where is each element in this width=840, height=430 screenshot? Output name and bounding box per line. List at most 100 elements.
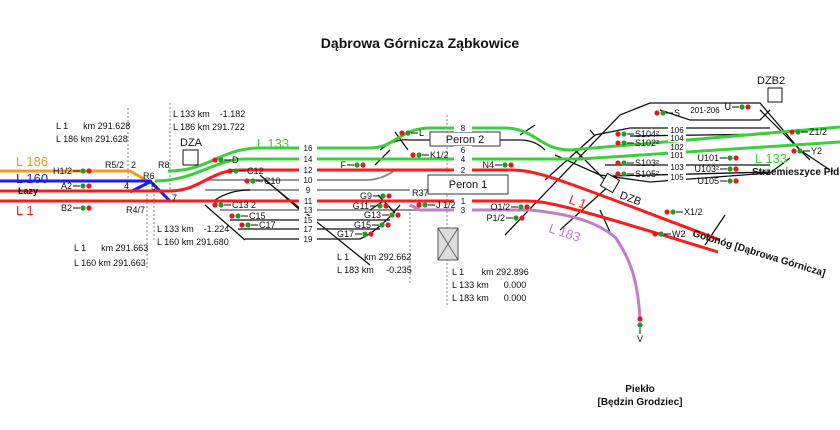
- signal-lamp-icon: [733, 166, 739, 172]
- signal[interactable]: C13 2: [212, 200, 256, 210]
- signal-label: A2: [61, 181, 72, 191]
- signal-label: C15: [249, 211, 266, 221]
- track-number: 103: [670, 163, 684, 172]
- track-number: 4: [461, 155, 466, 164]
- signal[interactable]: G13: [364, 210, 401, 220]
- signal[interactable]: K1/2: [410, 150, 449, 160]
- signal-lamp-icon: [405, 130, 411, 136]
- signal-lamp-icon: [380, 193, 386, 199]
- signal-label: S104²: [635, 129, 659, 139]
- track-number: 12: [304, 166, 313, 175]
- dzb-box: [599, 172, 621, 194]
- signal-lamp-icon: [615, 171, 621, 177]
- signal-lamp-icon: [733, 155, 739, 161]
- signal[interactable]: O1/2: [490, 202, 530, 212]
- signal-label: O1/2: [490, 202, 510, 212]
- switch-label: R8: [158, 160, 170, 170]
- signal-lamp-icon: [86, 183, 92, 189]
- signal[interactable]: S: [654, 108, 680, 118]
- line-183-track: [409, 203, 642, 321]
- switch-label: R4/7: [126, 205, 145, 215]
- signal-label: J 1/2: [436, 200, 456, 210]
- signal[interactable]: Y2: [791, 146, 822, 156]
- signal[interactable]: C17: [239, 220, 276, 230]
- signal[interactable]: B2: [61, 203, 92, 213]
- signal[interactable]: X1/2: [664, 207, 703, 217]
- signal[interactable]: U101: [697, 153, 739, 163]
- signal-lamp-icon: [615, 140, 621, 146]
- signal-label: U105: [697, 176, 719, 186]
- signal-lamp-icon: [229, 213, 235, 219]
- signal[interactable]: S102²: [615, 138, 659, 148]
- signal[interactable]: D: [212, 155, 239, 165]
- signal[interactable]: U105: [697, 176, 739, 186]
- signal[interactable]: G9: [360, 191, 392, 201]
- dzb2-label: DZB2: [757, 75, 785, 87]
- signal-lamp-icon: [654, 110, 660, 116]
- platforms: Peron 2 Peron 1 DZA DZB DZB2: [180, 75, 785, 261]
- dzb2-box: [767, 87, 783, 103]
- signal-lamp-icon: [360, 162, 366, 168]
- signal[interactable]: N4: [482, 160, 514, 170]
- signal-lamp-icon: [244, 178, 250, 184]
- signal-label: N4: [482, 160, 494, 170]
- line-186-label: L 186: [16, 154, 48, 169]
- signal[interactable]: C15: [229, 211, 266, 221]
- track-number: 17: [304, 225, 313, 234]
- signal-lamp-icon: [652, 231, 658, 237]
- peron-1-platform: [427, 174, 509, 195]
- signal[interactable]: G11: [353, 201, 389, 211]
- signal-lamp-icon: [80, 168, 86, 174]
- track-number: 104: [670, 134, 684, 143]
- signal-lamp-icon: [789, 129, 795, 135]
- line-183-label: L 183: [547, 221, 582, 245]
- signal-lamp-icon: [727, 155, 733, 161]
- track-number: 201-206: [690, 106, 720, 115]
- signal-lamp-icon: [86, 205, 92, 211]
- signal[interactable]: W2: [652, 229, 686, 239]
- signal[interactable]: Z1/2: [789, 127, 827, 137]
- signal-label: C12: [247, 166, 264, 176]
- signal-label: U: [725, 102, 732, 112]
- signal-lamp-icon: [508, 162, 514, 168]
- signal[interactable]: C12: [227, 166, 264, 176]
- signal[interactable]: S104²: [615, 129, 659, 139]
- signal[interactable]: P1/2: [486, 213, 525, 223]
- dza-box: [182, 149, 199, 166]
- signal-lamp-icon: [795, 129, 801, 135]
- km-label: L 1 km 291.663: [74, 243, 148, 253]
- switch-label: 4: [124, 181, 129, 191]
- signal[interactable]: F: [341, 160, 366, 170]
- line-133-label-right: L 133: [755, 151, 787, 166]
- signal-lamp-icon: [377, 203, 383, 209]
- signal-lamp-icon: [235, 213, 241, 219]
- signal[interactable]: J 1/2: [416, 200, 456, 210]
- signal[interactable]: S103²: [615, 158, 659, 168]
- line-160-label: L 160: [16, 171, 48, 186]
- signal-label: X1/2: [684, 207, 703, 217]
- signal-lamp-icon: [797, 148, 803, 154]
- signal[interactable]: L: [399, 128, 424, 138]
- switch-label: R6: [143, 171, 155, 181]
- signal-lamp-icon: [354, 162, 360, 168]
- track-number: 11: [304, 197, 313, 206]
- signal[interactable]: A2: [61, 181, 92, 191]
- signal-lamp-icon: [245, 222, 251, 228]
- signal[interactable]: G17: [337, 229, 374, 239]
- signal[interactable]: U: [725, 102, 751, 112]
- strzemieszyce-label: Strzemieszyce Płd: [752, 167, 839, 178]
- signal[interactable]: G15: [354, 220, 391, 230]
- signal-label: S103²: [635, 158, 659, 168]
- signal[interactable]: U103²: [694, 164, 739, 174]
- signal-label: C17: [259, 220, 276, 230]
- signal-lamp-icon: [615, 160, 621, 166]
- signal-lamp-icon: [524, 204, 530, 210]
- signal-label: G15: [354, 220, 371, 230]
- signal[interactable]: C10: [244, 176, 281, 186]
- signal[interactable]: S105²: [615, 169, 659, 179]
- track-number: 14: [304, 155, 313, 164]
- signal[interactable]: H1/2: [53, 166, 92, 176]
- signal[interactable]: V: [637, 316, 643, 344]
- signal-lamp-icon: [362, 231, 368, 237]
